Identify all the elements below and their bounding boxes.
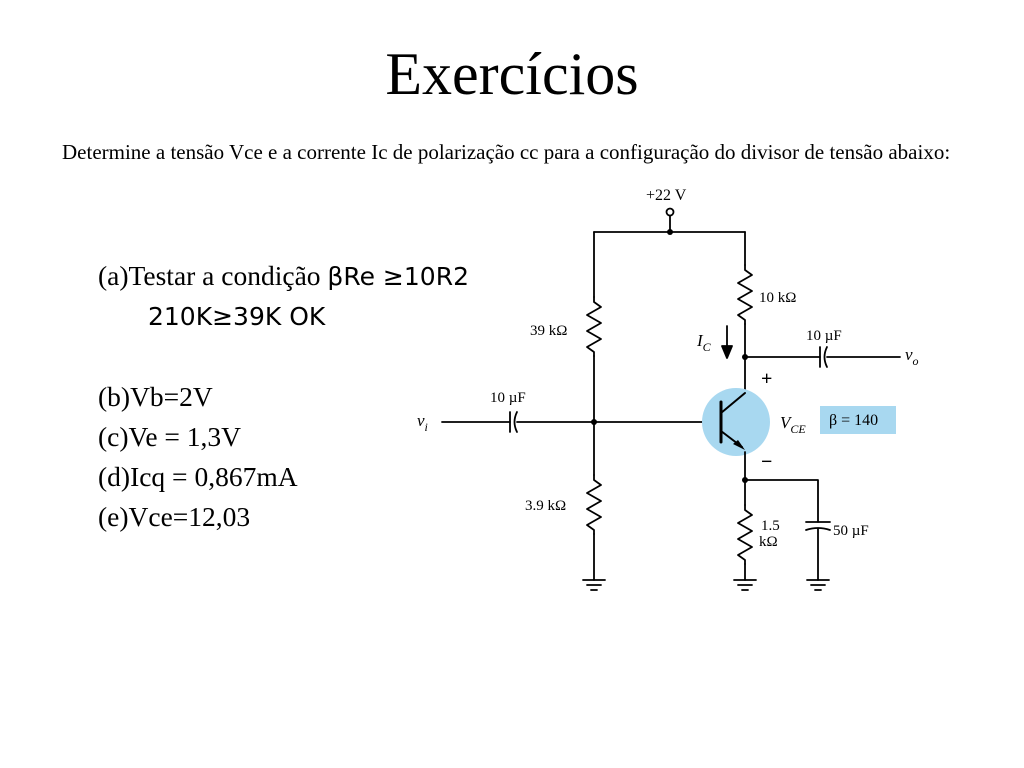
cin-label: 10 µF (490, 390, 526, 406)
re-resistor (737, 504, 753, 565)
output-node-dot (742, 354, 748, 360)
transistor-body (702, 388, 770, 456)
re-value-label: 1.5 (761, 518, 780, 534)
rc-label: 10 kΩ (759, 290, 796, 306)
emitter-node-wire (744, 479, 819, 523)
answers-list: (a)Testar a condição βRe ≥10R2 210K≥39K … (98, 256, 469, 537)
cin-capacitor (509, 411, 518, 433)
plus-label: + (761, 368, 772, 390)
r1-resistor (586, 296, 602, 357)
ic-label: IC (696, 331, 712, 354)
base-node-dot (591, 419, 597, 425)
answer-c: (c)Ve = 1,3V (98, 421, 242, 452)
ce-label: 50 µF (833, 523, 869, 539)
answer-a-condition: βRe ≥10R2 (327, 262, 469, 291)
ground-middle (733, 579, 757, 591)
ground-left (582, 579, 606, 591)
answer-e: (e)Vce=12,03 (98, 501, 251, 532)
r1-label: 39 kΩ (530, 323, 567, 339)
vce-label: VCE (780, 413, 806, 436)
answer-a: (a)Testar a condição βRe ≥10R2 (98, 256, 469, 297)
ce-capacitor (805, 521, 831, 531)
r2-label: 3.9 kΩ (525, 498, 566, 514)
emitter-arrowhead (733, 440, 745, 450)
r2-resistor (586, 474, 602, 535)
problem-statement: Determine a tensão Vce e a corrente Ic d… (62, 140, 951, 164)
ic-arrowhead (721, 345, 733, 359)
supply-terminal (665, 207, 675, 217)
supply-label: +22 V (646, 187, 687, 204)
cout-capacitor (819, 346, 828, 368)
vi-label: vi (417, 411, 428, 434)
beta-label: β = 140 (829, 412, 878, 429)
answer-a-result: 210K≥39K OK (148, 302, 326, 331)
cout-label: 10 µF (806, 328, 842, 344)
emitter-node-dot (742, 477, 748, 483)
answer-d: (d)Icq = 0,867mA (98, 461, 298, 492)
re-unit-label: kΩ (759, 534, 778, 550)
beta-box (820, 406, 896, 434)
rc-resistor (737, 264, 753, 325)
top-node-dot (667, 229, 673, 235)
transistor-collector (720, 392, 746, 414)
vo-label: vo (905, 345, 919, 368)
answer-a-prefix: (a)Testar a condição (98, 260, 328, 291)
minus-label: − (761, 451, 772, 473)
answer-b: (b)Vb=2V (98, 381, 213, 412)
ground-right (806, 579, 830, 591)
slide-title: Exercícios (385, 41, 639, 107)
